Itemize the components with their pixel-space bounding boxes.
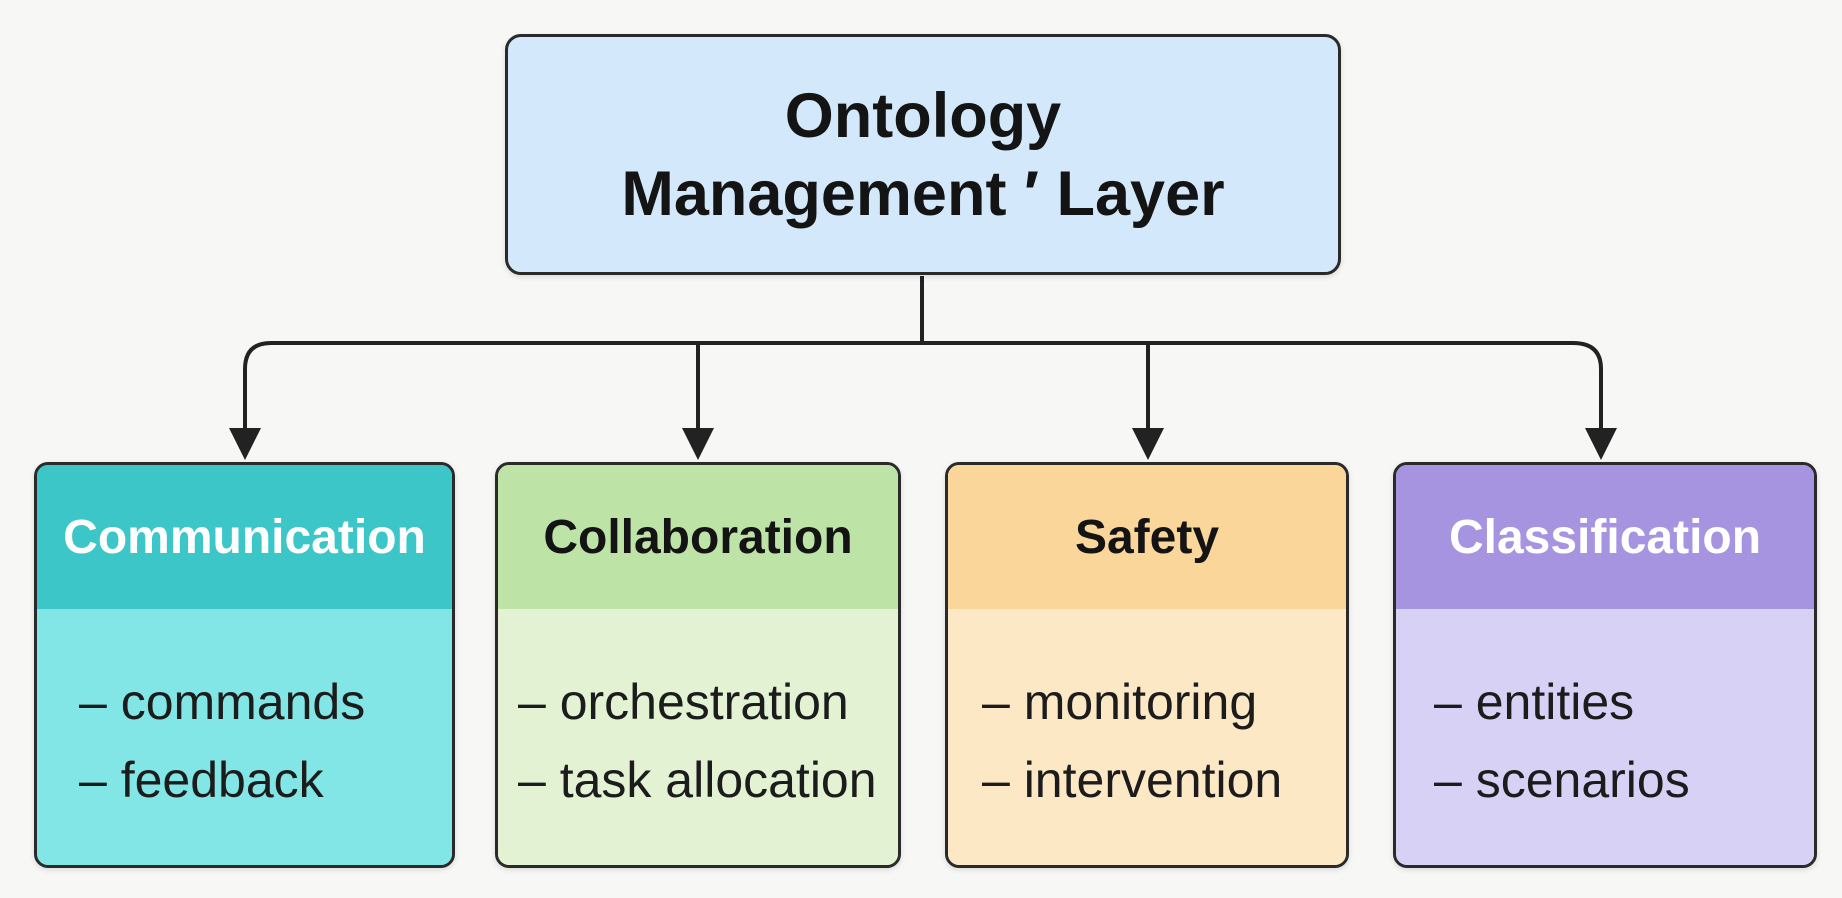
child-node-body: – commands – feedback [37, 609, 452, 865]
child-node-header: Communication [37, 465, 452, 609]
child-node-header: Classification [1396, 465, 1814, 609]
child-node-body: – monitoring – intervention [948, 609, 1346, 865]
child-node-item: – task allocation [518, 752, 877, 808]
arrowhead-classification [1585, 428, 1617, 460]
child-node-safety: Safety – monitoring – intervention [945, 462, 1349, 868]
child-node-header: Collaboration [498, 465, 898, 609]
child-node-item: – monitoring [982, 674, 1258, 730]
child-node-body: – entities – scenarios [1396, 609, 1814, 865]
child-node-item: – intervention [982, 752, 1283, 808]
arrow-to-communication [243, 341, 272, 442]
root-title-line-1: Ontology [784, 80, 1062, 151]
arrow-to-classification [1572, 341, 1603, 442]
child-node-item: – scenarios [1434, 752, 1690, 808]
arrowhead-safety [1132, 428, 1164, 460]
child-node-item: – feedback [79, 752, 324, 808]
child-node-item: – entities [1434, 674, 1635, 730]
child-node-collaboration: Collaboration – orchestration – task all… [495, 462, 901, 868]
child-node-classification: Classification – entities – scenarios [1393, 462, 1817, 868]
child-node-item: – commands [79, 674, 366, 730]
child-node-header: Safety [948, 465, 1346, 609]
root-node-ontology-management-layer: Ontology Management ′ Layer [505, 34, 1341, 275]
arrowhead-communication [229, 428, 261, 460]
child-node-communication: Communication – commands – feedback [34, 462, 455, 868]
arrowhead-collaboration [682, 428, 714, 460]
root-title-line-2: Management ′ Layer [621, 158, 1225, 229]
root-node-title: Ontology Management ′ Layer [621, 77, 1224, 233]
child-node-body: – orchestration – task allocation [498, 609, 898, 865]
child-node-item: – orchestration [518, 674, 849, 730]
